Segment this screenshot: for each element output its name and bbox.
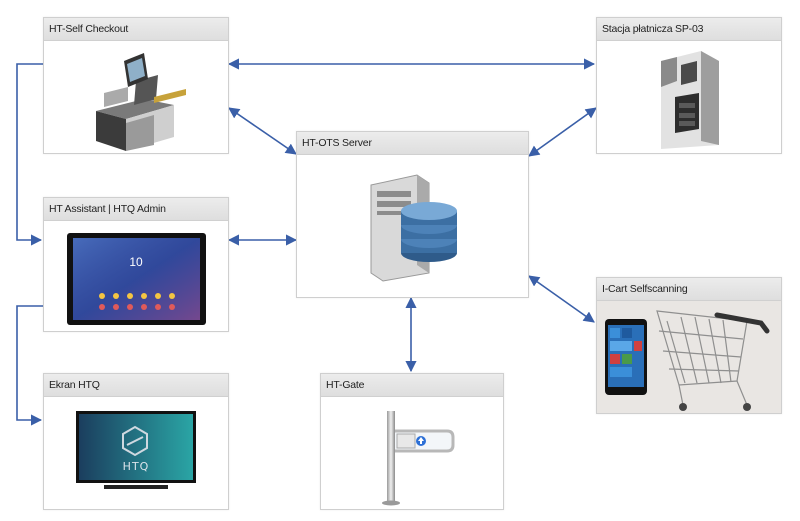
node-ekran[interactable]: Ekran HTQ HTQ bbox=[43, 373, 229, 510]
phone-and-cart-icon bbox=[605, 310, 770, 411]
node-ots-server[interactable]: HT-OTS Server bbox=[296, 131, 529, 298]
node-title: HT-OTS Server bbox=[297, 132, 528, 155]
node-icart[interactable]: I-Cart Selfscanning bbox=[596, 277, 782, 414]
node-payment-station[interactable]: Stacja płatnicza SP-03 bbox=[596, 17, 782, 154]
link-assistant-ekran bbox=[16, 305, 43, 426]
node-gate[interactable]: HT-Gate bbox=[320, 373, 504, 510]
node-title: I-Cart Selfscanning bbox=[597, 278, 781, 301]
link-checkout-server bbox=[228, 107, 297, 155]
node-title: HT-Gate bbox=[321, 374, 503, 397]
payment-kiosk-icon bbox=[661, 51, 719, 149]
self-checkout-kiosk-icon bbox=[96, 53, 186, 151]
link-payment-server bbox=[528, 107, 597, 157]
node-title: HT Assistant | HTQ Admin bbox=[44, 198, 228, 221]
tablet-clock: 10 bbox=[129, 255, 143, 269]
tv-screen-icon bbox=[76, 411, 196, 489]
node-title: Ekran HTQ bbox=[44, 374, 228, 397]
node-assistant[interactable]: HT Assistant | HTQ Admin bbox=[43, 197, 229, 332]
node-title: Stacja płatnicza SP-03 bbox=[597, 18, 781, 41]
gate-turnstile-icon bbox=[382, 411, 455, 506]
tablet-icon bbox=[67, 233, 206, 325]
node-self-checkout[interactable]: HT-Self Checkout bbox=[43, 17, 229, 154]
tv-logo-text: HTQ bbox=[122, 460, 150, 473]
node-title: HT-Self Checkout bbox=[44, 18, 228, 41]
link-checkout-assistant bbox=[16, 63, 43, 246]
link-server-icart bbox=[528, 275, 595, 323]
server-database-icon bbox=[370, 174, 457, 282]
